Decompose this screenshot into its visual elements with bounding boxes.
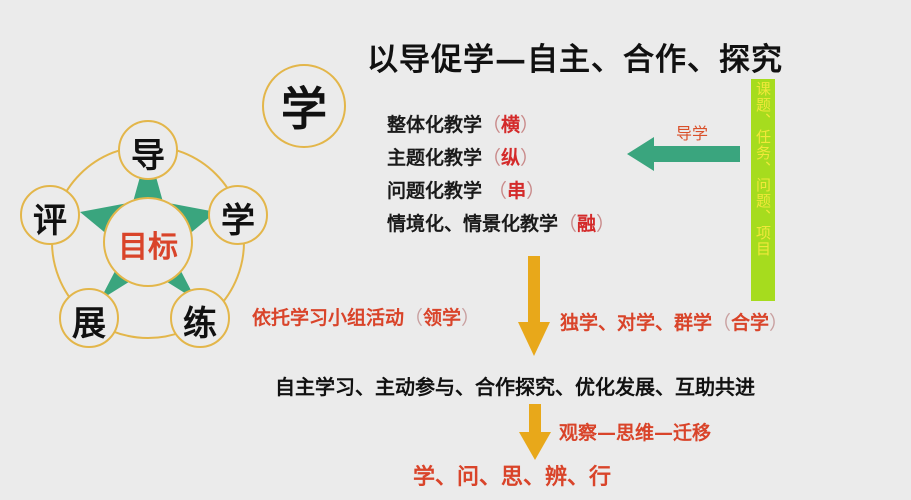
pentagon-node-practice: 练 (183, 304, 217, 344)
learn-circle-char: 学 (281, 82, 327, 136)
method-item: 主题化教学（纵） (387, 147, 540, 169)
methods-list: 整体化教学（横） 主题化教学（纵） 问题化教学 （串） 情境化、情景化教学（融） (387, 110, 615, 242)
group-activity: 依托学习小组活动（领学） (252, 307, 481, 329)
outcomes-text: 自主学习、主动参与、合作探究、优化发展、互助共进 (275, 375, 755, 399)
down-arrow-icon-2 (519, 404, 551, 460)
pentagon-node-learn: 学 (221, 201, 255, 241)
pentagon-node-guide: 导 (131, 136, 165, 176)
learn-circle: 学 (262, 64, 346, 148)
method-item: 情境化、情景化教学（融） (387, 213, 616, 235)
pentagon-node-evaluate: 评 (33, 201, 67, 241)
process-text: 观察—思维—迁移 (559, 422, 712, 444)
method-item: 问题化教学 （串） (387, 180, 546, 202)
task-bar: 课题、任务、问题、项目 (751, 79, 775, 301)
left-arrow-icon (627, 137, 740, 171)
pentagon-diagram (20, 120, 268, 348)
method-item: 整体化教学（横） (387, 114, 540, 136)
guide-label: 导学 (676, 124, 709, 143)
learning-modes: 独学、对学、群学（合学） (560, 312, 789, 334)
pentagon-center: 目标 (118, 230, 178, 265)
final-text: 学、问、思、辨、行 (413, 464, 612, 490)
down-arrow-icon (518, 256, 550, 356)
pentagon-node-show: 展 (72, 304, 106, 344)
page-title: 以导促学—自主、合作、探究 (367, 42, 783, 78)
